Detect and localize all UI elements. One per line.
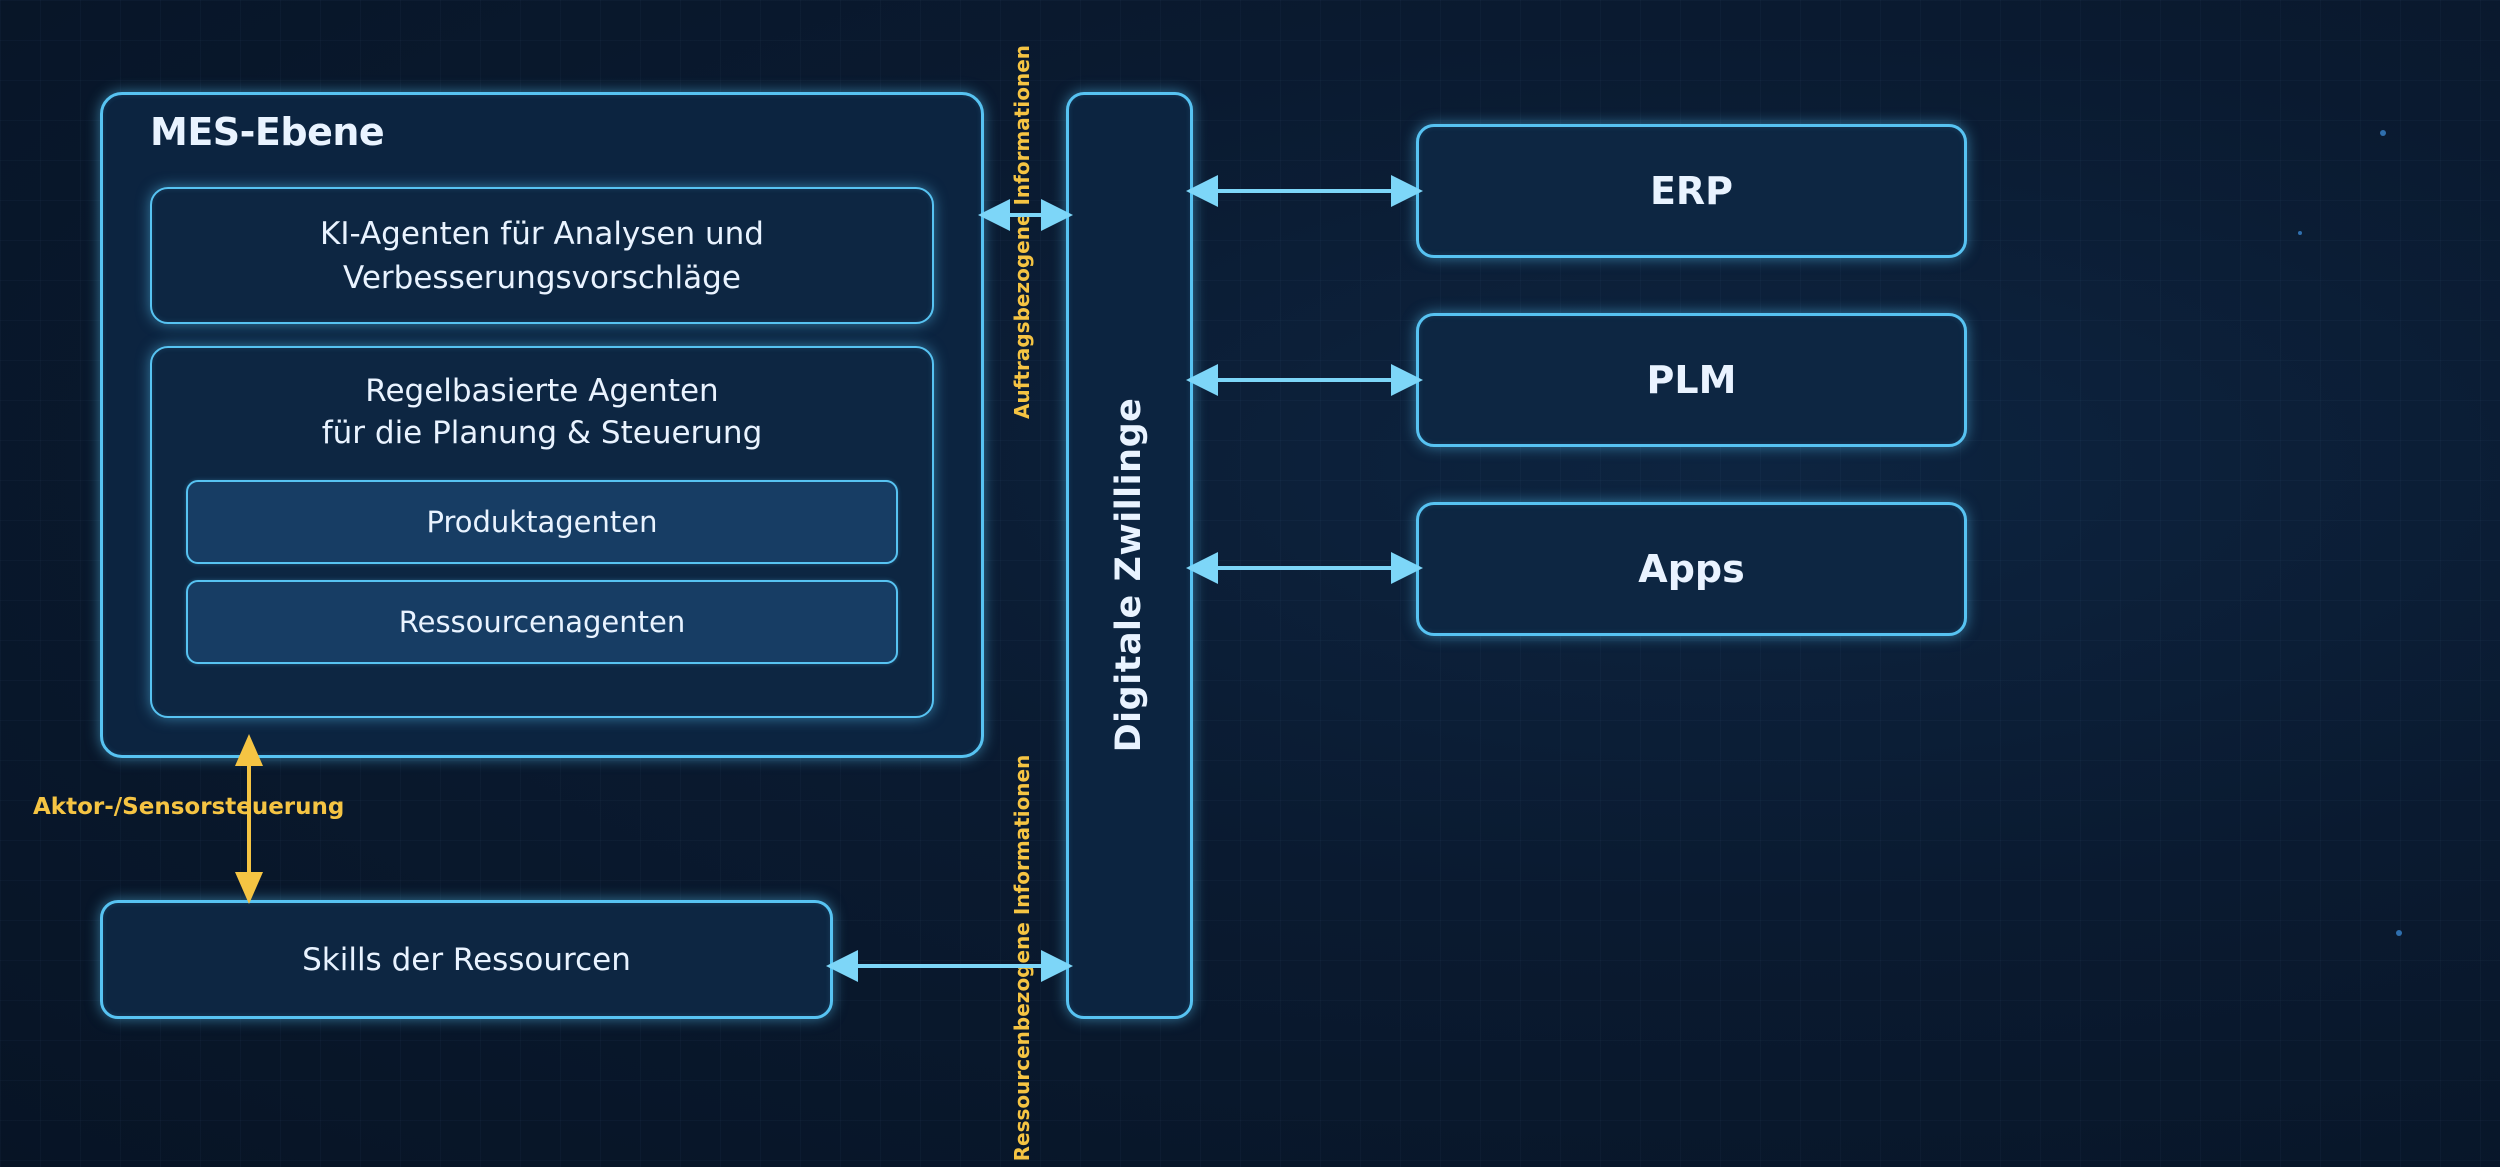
digitale-zwillinge-box bbox=[1066, 92, 1193, 1019]
decor-dot bbox=[2298, 231, 2302, 235]
decor-dot bbox=[2396, 930, 2402, 936]
arrow-twin-to-apps bbox=[1186, 552, 1423, 584]
plm-box: PLM bbox=[1416, 313, 1967, 447]
regelbasierte-agenten-line2: für die Planung & Steuerung bbox=[321, 415, 763, 451]
ressourcenagenten-box: Ressourcenagenten bbox=[186, 580, 898, 664]
ki-agenten-box: KI-Agenten für Analysen und Verbesserung… bbox=[150, 187, 934, 324]
arrow-skills-to-twin bbox=[826, 950, 1073, 982]
aktor-sensorsteuerung-label: Aktor-/Sensorsteuerung bbox=[33, 794, 345, 820]
arrow-twin-to-erp bbox=[1186, 175, 1423, 207]
arrow-mes-to-twin bbox=[978, 199, 1073, 231]
decor-dot bbox=[2380, 130, 2386, 136]
ki-agenten-line1: KI-Agenten für Analysen und bbox=[320, 215, 764, 252]
mes-ebene-title: MES-Ebene bbox=[150, 110, 385, 154]
arrow-twin-to-plm bbox=[1186, 364, 1423, 396]
apps-box: Apps bbox=[1416, 502, 1967, 636]
regelbasierte-agenten-title: Regelbasierte Agenten für die Planung & … bbox=[150, 370, 934, 454]
skills-der-ressourcen-box: Skills der Ressourcen bbox=[100, 900, 833, 1019]
erp-box: ERP bbox=[1416, 124, 1967, 258]
produktagenten-box: Produktagenten bbox=[186, 480, 898, 564]
arrow-aktor-sensorsteuerung bbox=[235, 734, 263, 904]
regelbasierte-agenten-line1: Regelbasierte Agenten bbox=[365, 373, 719, 409]
ki-agenten-line2: Verbesserungsvorschläge bbox=[343, 259, 741, 296]
